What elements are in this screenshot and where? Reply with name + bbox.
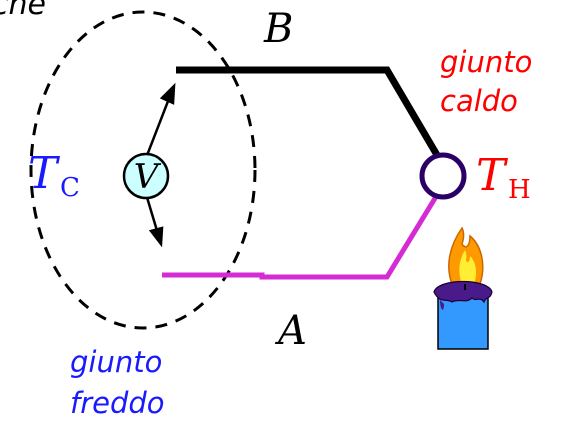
cold-junction-line1: giunto	[70, 345, 162, 379]
voltmeter-leads	[144, 82, 176, 248]
hot-junction-line1: giunto	[440, 45, 532, 79]
cold-temp-subscript: C	[60, 173, 80, 203]
hot-junction-ring	[419, 152, 467, 200]
wire-a	[162, 193, 440, 280]
wire-b	[176, 66, 441, 157]
wire-a-label: A	[274, 308, 307, 354]
voltmeter-icon: V	[122, 152, 170, 200]
cold-junction-boundary	[29, 10, 257, 330]
hot-temp-label: T H	[476, 150, 531, 205]
wire-b-label: B	[263, 6, 293, 52]
cold-temp-symbol: T	[28, 148, 61, 199]
cold-temp-label: T C	[28, 148, 80, 203]
cold-junction-line2: freddo	[70, 386, 165, 420]
partial-top-text: cne	[0, 0, 46, 22]
burner-flame-icon	[433, 226, 493, 350]
hot-temp-subscript: H	[508, 175, 531, 205]
voltmeter-label: V	[134, 157, 162, 197]
hot-junction-line2: caldo	[440, 84, 518, 118]
hot-temp-symbol: T	[476, 150, 509, 201]
